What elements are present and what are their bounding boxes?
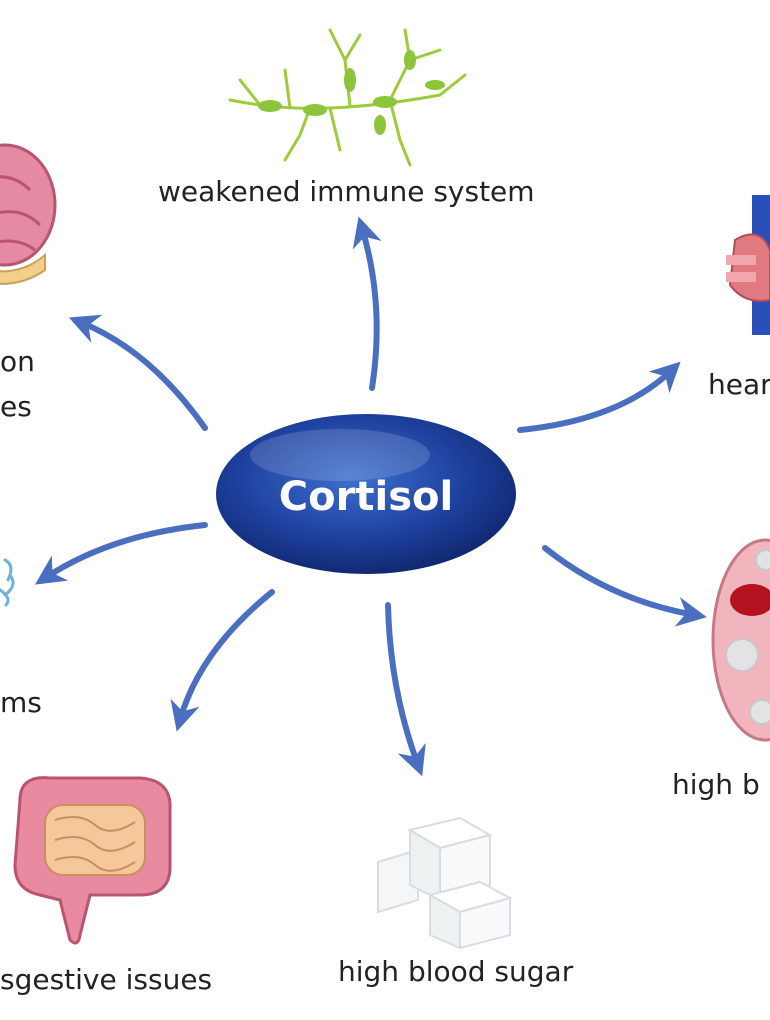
label-heart: hear bbox=[708, 368, 770, 401]
arrow-to-immune bbox=[352, 216, 382, 391]
label-brain-line-2: es bbox=[0, 390, 32, 423]
arrow-to-brain bbox=[68, 314, 208, 431]
cortisol-oval bbox=[216, 414, 516, 574]
arrow-to-nerves bbox=[34, 522, 208, 585]
label-brain-line-1: on bbox=[0, 345, 35, 378]
arrow-to-heart bbox=[517, 361, 681, 433]
label-high-blood-pressure: high b bbox=[672, 768, 760, 801]
lymph-network-icon bbox=[228, 28, 467, 167]
arrow-to-digestive bbox=[170, 589, 275, 732]
label-high-blood-sugar: high blood sugar bbox=[338, 955, 574, 988]
label-weakened-immune-system: weakened immune system bbox=[158, 175, 535, 208]
label-nerves: ms bbox=[0, 686, 42, 719]
heart-icon bbox=[726, 195, 770, 335]
label-digestive-issues: sgestive issues bbox=[0, 963, 213, 996]
arrow-to-sugar bbox=[385, 602, 426, 777]
brain-icon bbox=[0, 143, 57, 285]
sugar-cubes-icon bbox=[377, 816, 513, 950]
intestine-icon bbox=[13, 776, 172, 945]
blood-vessel-icon bbox=[711, 538, 770, 742]
arrow-to-pressure bbox=[542, 545, 707, 627]
center-label: Cortisol bbox=[279, 474, 453, 520]
nerve-icon bbox=[0, 558, 15, 607]
